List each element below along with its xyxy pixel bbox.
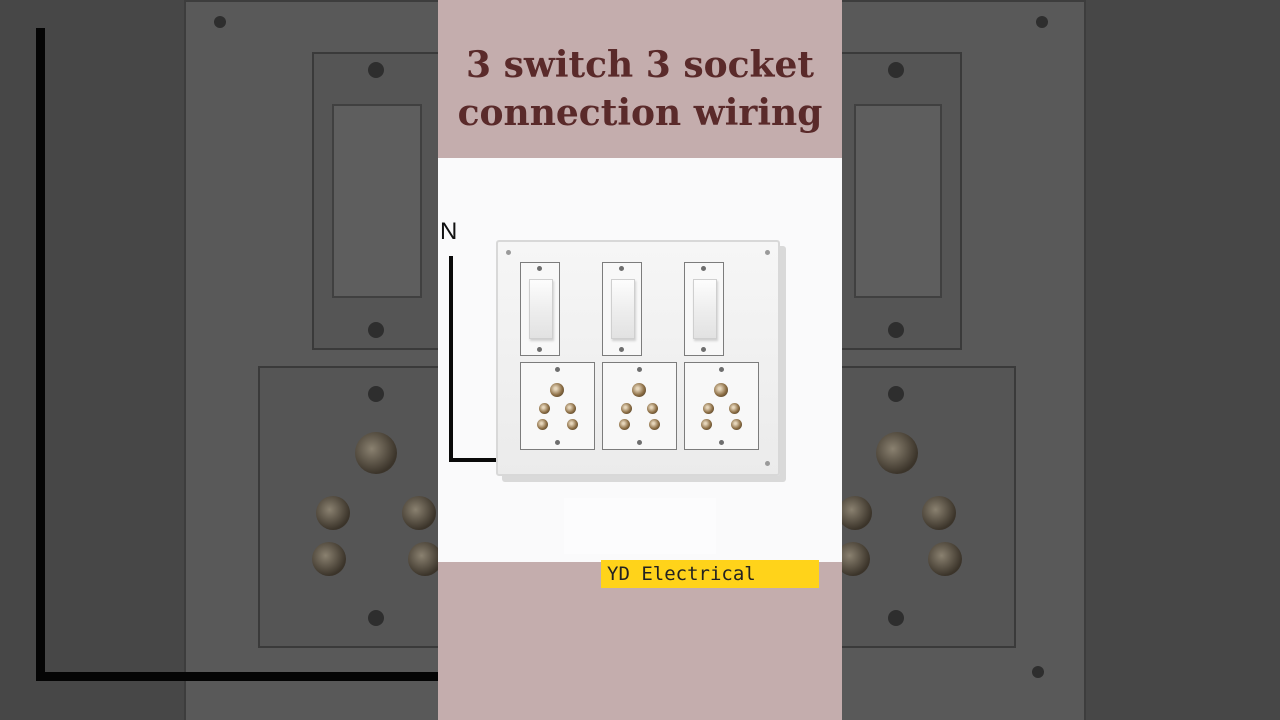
socket-pin [537, 419, 548, 430]
socket-pin [621, 403, 632, 414]
title-line-2: connection wiring [457, 92, 823, 134]
background-left [0, 0, 438, 720]
bg-socket-pin [876, 432, 918, 474]
bg-wire-vertical [36, 28, 45, 680]
socket-pin [649, 419, 660, 430]
bg-screw [1032, 666, 1044, 678]
socket-pin [539, 403, 550, 414]
bg-screw [888, 62, 904, 78]
wiring-diagram: N [438, 158, 842, 562]
title-line-1: 3 switch 3 socket [465, 44, 815, 86]
switch-screw [701, 266, 706, 271]
socket-pin [729, 403, 740, 414]
socket-earth-pin [714, 383, 728, 397]
board-screw [506, 250, 511, 255]
bg-socket-pin [922, 496, 956, 530]
title-area: 3 switch 3 socket connection wiring [438, 0, 842, 158]
bg-socket-pin [842, 496, 872, 530]
socket-2 [602, 362, 677, 450]
socket-pin [701, 419, 712, 430]
background-right [842, 0, 1280, 720]
bg-screw [888, 386, 904, 402]
socket-screw [637, 440, 642, 445]
bg-socket-pin [355, 432, 397, 474]
socket-pin [731, 419, 742, 430]
bg-switch-rocker [332, 104, 422, 298]
brand-watermark: YD Electrical [601, 560, 819, 588]
board-screw [765, 461, 770, 466]
bg-screw [368, 386, 384, 402]
socket-1 [520, 362, 595, 450]
bg-screw [214, 16, 226, 28]
bg-socket-pin [316, 496, 350, 530]
neutral-wire-vertical [449, 256, 453, 462]
socket-pin [567, 419, 578, 430]
socket-earth-pin [632, 383, 646, 397]
switch-rocker [611, 279, 635, 339]
switch-board [496, 240, 780, 476]
switch-1 [520, 262, 560, 356]
bg-socket-pin [928, 542, 962, 576]
blurred-logo-area [564, 498, 716, 554]
bg-switch-rocker [854, 104, 942, 298]
switch-screw [537, 266, 542, 271]
socket-screw [719, 367, 724, 372]
bg-socket-pin [312, 542, 346, 576]
socket-screw [555, 367, 560, 372]
socket-pin [619, 419, 630, 430]
bg-socket-pin [402, 496, 436, 530]
board-screw [765, 250, 770, 255]
bg-wire-horizontal [36, 672, 438, 681]
bg-screw [368, 322, 384, 338]
bg-screw [368, 610, 384, 626]
socket-3 [684, 362, 759, 450]
socket-pin [647, 403, 658, 414]
switch-2 [602, 262, 642, 356]
socket-pin [565, 403, 576, 414]
switch-screw [537, 347, 542, 352]
switch-rocker [529, 279, 553, 339]
socket-pin [703, 403, 714, 414]
bg-screw [368, 62, 384, 78]
bg-screw [888, 322, 904, 338]
socket-screw [719, 440, 724, 445]
switch-screw [619, 266, 624, 271]
switch-screw [701, 347, 706, 352]
switch-3 [684, 262, 724, 356]
socket-screw [555, 440, 560, 445]
video-frame: 3 switch 3 socket connection wiring N [438, 0, 842, 720]
switch-rocker [693, 279, 717, 339]
bg-socket-pin [408, 542, 438, 576]
bg-screw [888, 610, 904, 626]
bg-screw [1036, 16, 1048, 28]
socket-screw [637, 367, 642, 372]
socket-earth-pin [550, 383, 564, 397]
switch-screw [619, 347, 624, 352]
neutral-label: N [440, 218, 458, 245]
bg-socket-pin [842, 542, 870, 576]
